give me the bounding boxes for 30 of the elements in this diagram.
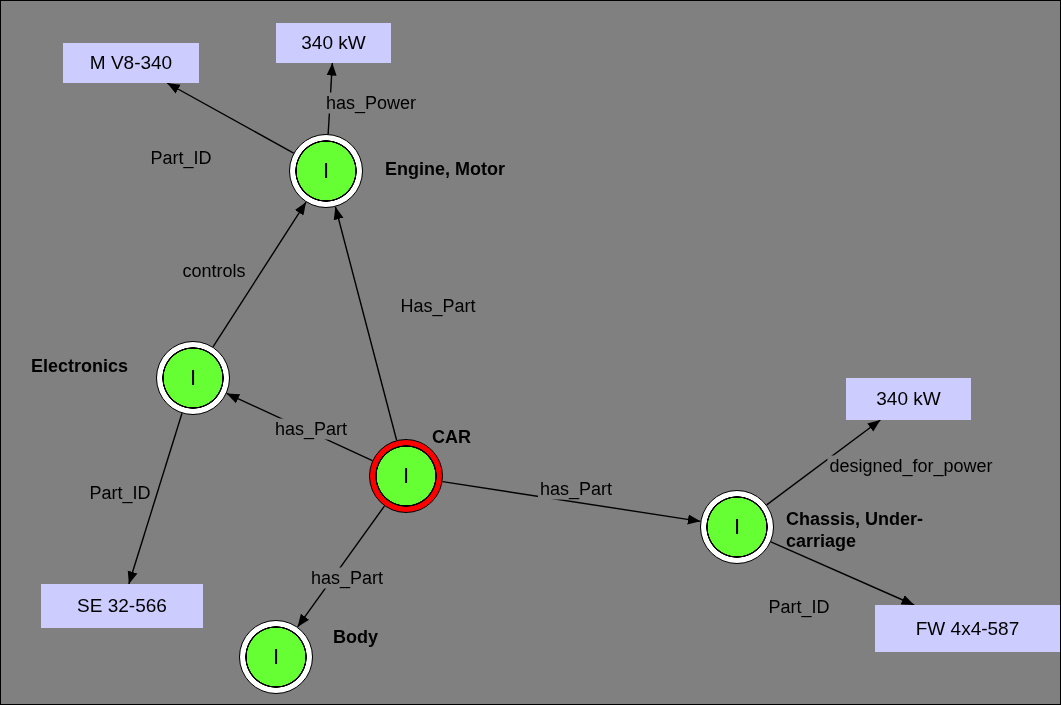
value-box xyxy=(846,378,971,420)
node-label: I xyxy=(733,514,741,540)
node-label: I xyxy=(402,463,410,489)
value-box xyxy=(875,605,1060,652)
arrow xyxy=(441,480,702,525)
node-label: 340 kW xyxy=(301,32,366,54)
arrow xyxy=(333,206,398,441)
node-caption: Chassis, Under-carriage xyxy=(786,509,925,553)
node-label: 340 kW xyxy=(876,388,941,410)
node-label: I xyxy=(189,365,197,391)
node-caption: CAR xyxy=(432,427,471,449)
node-caption: Electronics xyxy=(31,356,129,378)
arrow xyxy=(765,419,882,506)
edge-label: has_Part xyxy=(309,567,385,589)
node-caption: Body xyxy=(333,627,378,649)
arrow xyxy=(166,82,295,154)
node-label: SE 32-566 xyxy=(77,595,167,617)
value-box xyxy=(63,43,199,83)
edge-label: designed_for_power xyxy=(827,455,995,477)
node-label: I xyxy=(322,158,330,184)
node-caption: Engine, Motor xyxy=(385,159,505,181)
node-label: FW 4x4-587 xyxy=(915,617,1020,640)
edge-label: has_Part xyxy=(273,418,349,440)
node-label: M V8-340 xyxy=(89,52,173,74)
value-box xyxy=(41,584,203,628)
arrow xyxy=(127,412,183,585)
arrow xyxy=(212,201,307,348)
arrow xyxy=(770,541,915,606)
node-label: I xyxy=(272,644,280,670)
value-box xyxy=(276,23,391,63)
